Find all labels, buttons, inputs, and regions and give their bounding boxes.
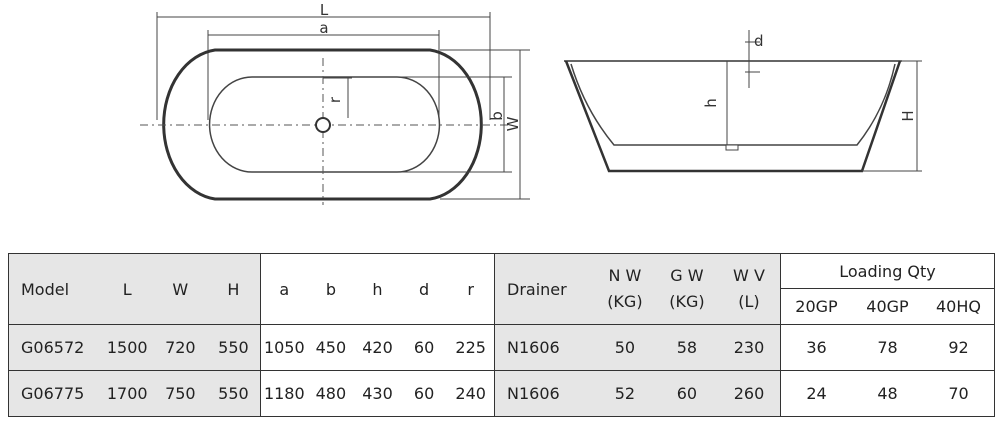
col-header-r: r xyxy=(467,279,474,299)
col-header-nw: N W (KG) xyxy=(607,266,643,311)
dim-label-r: r xyxy=(326,96,344,103)
cell-drainer: N1606 xyxy=(507,384,560,403)
col-header-wv: W V (L) xyxy=(733,266,765,311)
col-header-d: d xyxy=(419,279,430,299)
col-header-drainer: Drainer xyxy=(507,279,567,299)
cell-L: 1700 xyxy=(106,384,148,403)
col-header-40hq: 40HQ xyxy=(936,297,981,316)
cell-b: 450 xyxy=(315,338,347,357)
dim-label-d: d xyxy=(754,32,764,50)
cell-h: 420 xyxy=(362,338,393,357)
dim-label-H: H xyxy=(899,110,917,121)
dim-label-a: a xyxy=(319,19,328,37)
dim-label-b: b xyxy=(488,111,506,121)
cell-b: 480 xyxy=(315,384,347,403)
cell-r: 240 xyxy=(455,384,486,403)
table-row: G06775 1700 750 550 1180 480 430 60 240 … xyxy=(8,370,995,417)
loading-qty-title: Loading Qty xyxy=(781,254,994,289)
cell-a: 1180 xyxy=(263,384,305,403)
cell-r: 225 xyxy=(455,338,486,357)
cell-h: 430 xyxy=(362,384,393,403)
cell-nw: 52 xyxy=(614,384,636,403)
cell-40gp: 48 xyxy=(877,384,898,403)
cell-model: G06775 xyxy=(21,384,85,403)
cell-H: 550 xyxy=(218,338,249,357)
col-header-model: Model xyxy=(21,279,70,299)
col-header-H: H xyxy=(227,279,240,299)
cell-20gp: 24 xyxy=(806,384,827,403)
col-header-W: W xyxy=(172,279,189,299)
cell-gw: 60 xyxy=(676,384,698,403)
cell-W: 720 xyxy=(165,338,196,357)
cell-drainer: N1606 xyxy=(507,338,560,357)
cell-40gp: 78 xyxy=(877,338,898,357)
header-group-loading: Loading Qty 20GP 40GP 40HQ xyxy=(780,253,995,325)
header-group-model: Model L W H xyxy=(8,253,261,325)
cell-d: 60 xyxy=(413,384,435,403)
col-header-b: b xyxy=(325,279,336,299)
technical-drawing: L a r b W xyxy=(140,1,922,205)
header-group-inner: a b h d r xyxy=(260,253,495,325)
cell-model: G06572 xyxy=(21,338,85,357)
cell-40hq: 92 xyxy=(948,338,969,357)
dim-label-h: h xyxy=(702,98,720,108)
cell-20gp: 36 xyxy=(806,338,827,357)
header-group-drainer: Drainer N W (KG) G W (KG) W V (L) xyxy=(494,253,781,325)
col-header-h: h xyxy=(372,279,383,299)
table-header-row: Model L W H a b h d r Drainer N W (KG) xyxy=(8,253,995,325)
cell-L: 1500 xyxy=(106,338,148,357)
col-header-20gp: 20GP xyxy=(795,297,838,316)
col-header-L: L xyxy=(122,279,132,299)
dim-label-W: W xyxy=(504,116,522,131)
cell-wv: 230 xyxy=(733,338,765,357)
cell-40hq: 70 xyxy=(948,384,969,403)
cell-H: 550 xyxy=(218,384,249,403)
dim-label-L: L xyxy=(320,1,329,19)
cell-gw: 58 xyxy=(676,338,698,357)
cell-nw: 50 xyxy=(614,338,636,357)
col-header-40gp: 40GP xyxy=(866,297,909,316)
col-header-a: a xyxy=(279,279,290,299)
cell-W: 750 xyxy=(165,384,196,403)
side-view-drawing: d h H xyxy=(564,30,922,173)
spec-table: Model L W H a b h d r Drainer N W (KG) xyxy=(8,253,995,417)
col-header-gw: G W (KG) xyxy=(669,266,705,311)
table-row: G06572 1500 720 550 1050 450 420 60 225 … xyxy=(8,324,995,371)
cell-a: 1050 xyxy=(263,338,305,357)
cell-wv: 260 xyxy=(733,384,765,403)
cell-d: 60 xyxy=(413,338,435,357)
top-view-drawing: L a r b W xyxy=(140,1,530,205)
